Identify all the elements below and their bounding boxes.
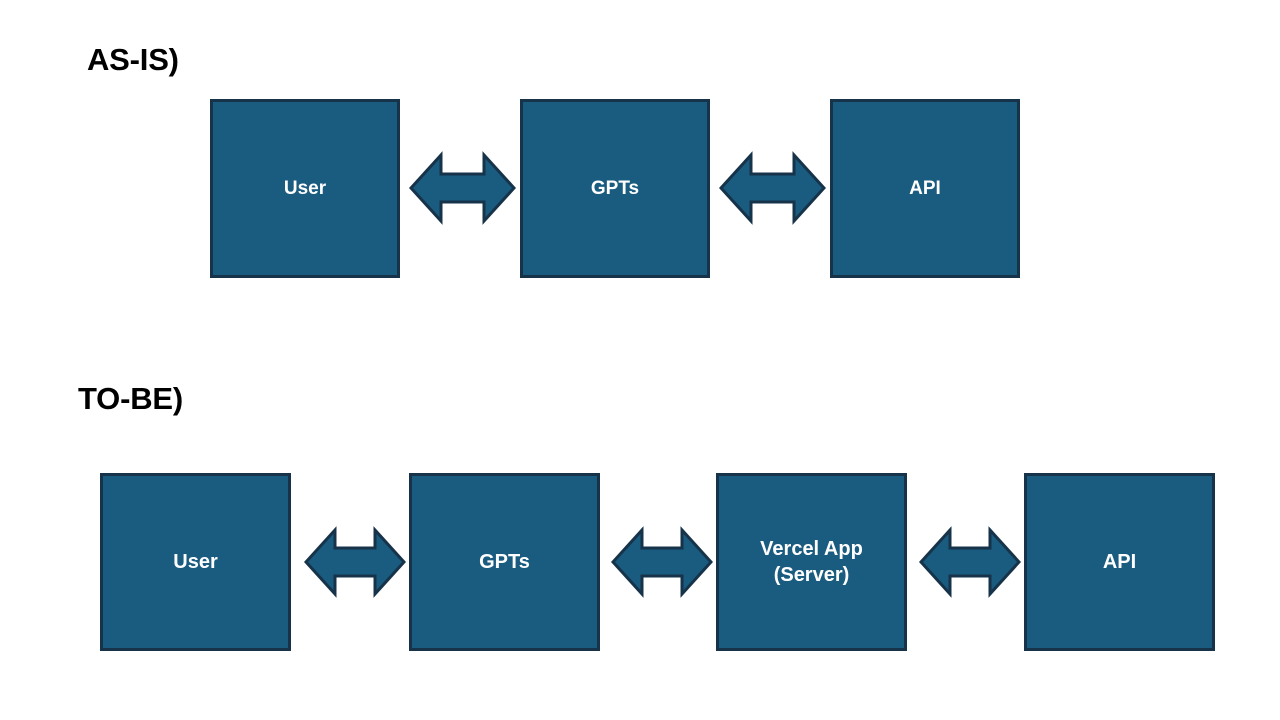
- node-label: GPTs: [590, 177, 640, 199]
- double-arrow-icon-as-is-gpts-api: [719, 151, 826, 225]
- double-arrow-icon-to-be-gpts-vercel: [611, 526, 713, 598]
- node-as-is-gpts[interactable]: GPTs: [520, 99, 710, 278]
- node-to-be-api[interactable]: API: [1024, 473, 1215, 651]
- node-label: User: [283, 177, 327, 199]
- double-arrow-icon-to-be-vercel-api: [919, 526, 1021, 598]
- double-arrow-icon-to-be-user-gpts: [304, 526, 406, 598]
- node-as-is-api[interactable]: API: [830, 99, 1020, 278]
- node-as-is-user[interactable]: User: [210, 99, 400, 278]
- node-label: Vercel App (Server): [760, 537, 863, 586]
- node-label: API: [909, 177, 941, 199]
- node-to-be-vercel-app[interactable]: Vercel App (Server): [716, 473, 907, 651]
- double-arrow-icon-as-is-user-gpts: [409, 151, 516, 225]
- section-label-to-be: TO-BE): [78, 381, 183, 416]
- node-label: API: [1102, 550, 1137, 573]
- section-label-as-is: AS-IS): [87, 42, 179, 77]
- node-label: GPTs: [479, 550, 530, 573]
- node-label: User: [173, 550, 218, 573]
- node-to-be-gpts[interactable]: GPTs: [409, 473, 600, 651]
- node-to-be-user[interactable]: User: [100, 473, 291, 651]
